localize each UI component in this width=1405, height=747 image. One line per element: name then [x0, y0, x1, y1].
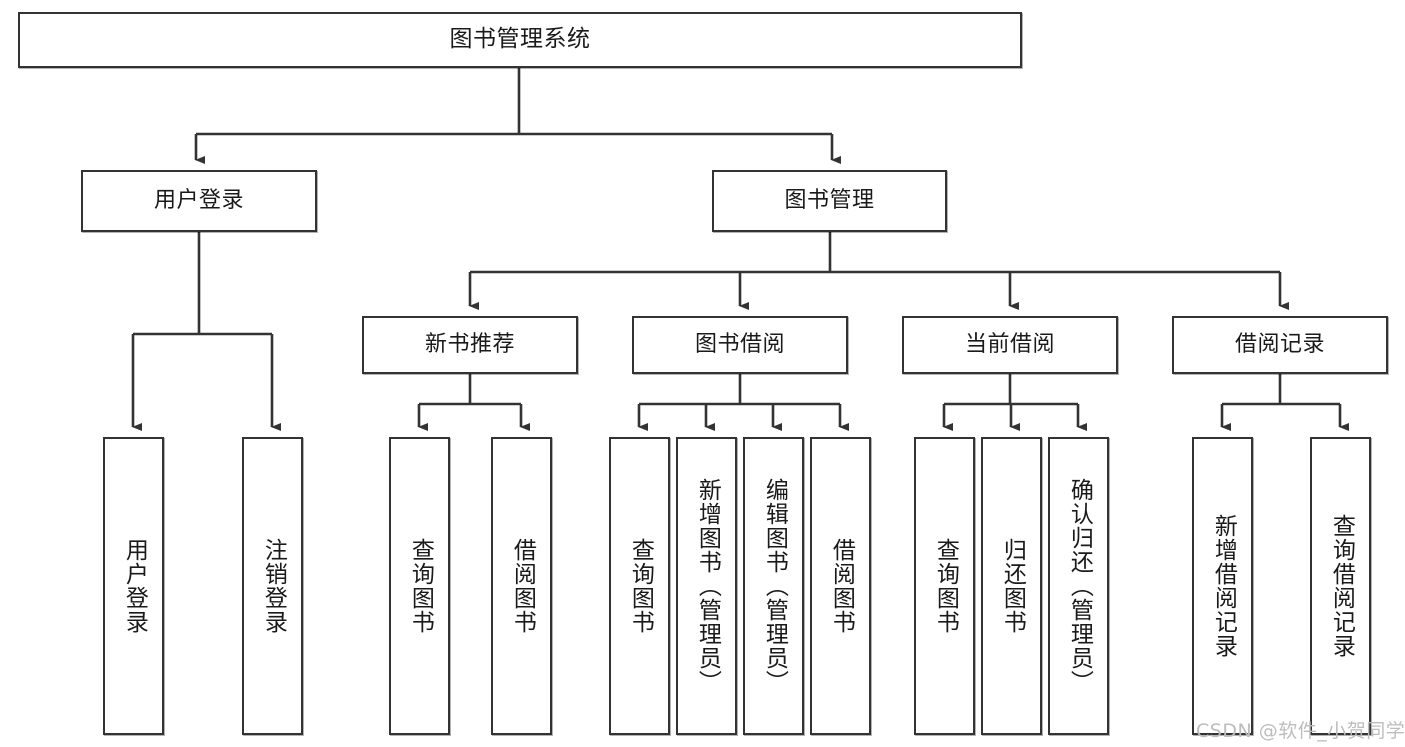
csdn-watermark: CSDN @软件_小贺同学: [1196, 720, 1405, 742]
leaf-node-logout-login[interactable]: 注销登录: [242, 437, 303, 735]
node-book-borrow[interactable]: 图书借阅: [632, 316, 848, 374]
leaf-node-edit-book-admin[interactable]: 编辑图书（管理员）: [743, 437, 804, 735]
leaf-node-return-book[interactable]: 归还图书: [981, 437, 1042, 735]
leaf-node-query-borrow-record[interactable]: 查询借阅记录: [1310, 437, 1371, 735]
leaf-node-user-login[interactable]: 用户登录: [103, 437, 164, 735]
node-borrow-record[interactable]: 借阅记录: [1172, 316, 1388, 374]
node-new-book-recommend[interactable]: 新书推荐: [362, 316, 578, 374]
node-user-login[interactable]: 用户登录: [81, 170, 317, 232]
node-book-manage[interactable]: 图书管理: [712, 170, 947, 232]
leaf-node-add-borrow-record[interactable]: 新增借阅记录: [1192, 437, 1253, 735]
leaf-node-query-book-borrow[interactable]: 查询图书: [609, 437, 670, 735]
leaf-node-query-book-current[interactable]: 查询图书: [914, 437, 975, 735]
node-root-system[interactable]: 图书管理系统: [18, 12, 1022, 68]
leaf-node-confirm-return-admin[interactable]: 确认归还（管理员）: [1048, 437, 1109, 735]
leaf-node-query-book-recommend[interactable]: 查询图书: [389, 437, 450, 735]
leaf-node-borrow-book-recommend[interactable]: 借阅图书: [491, 437, 552, 735]
leaf-node-add-book-admin[interactable]: 新增图书（管理员）: [676, 437, 737, 735]
leaf-node-borrow-book[interactable]: 借阅图书: [810, 437, 871, 735]
node-current-borrow[interactable]: 当前借阅: [902, 316, 1118, 374]
